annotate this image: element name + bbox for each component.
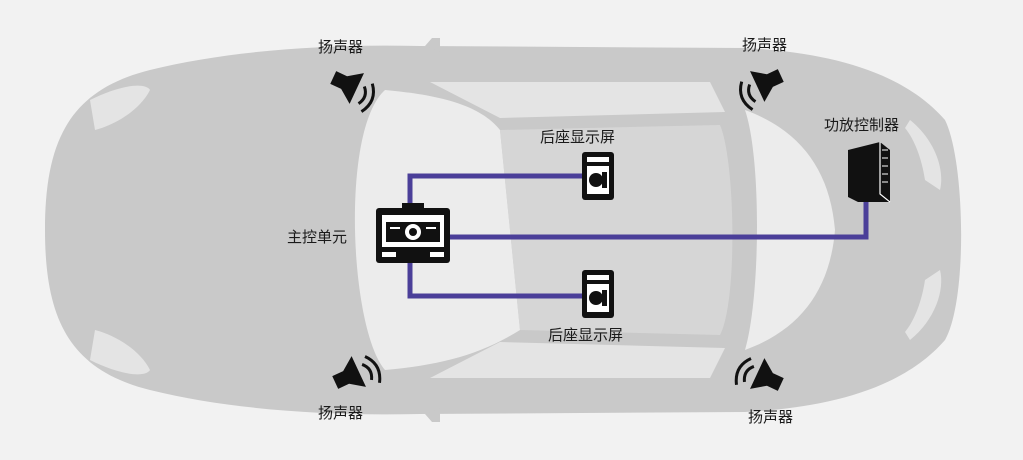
rear-display-icon <box>582 152 614 200</box>
side-window-bottom <box>430 342 725 378</box>
speaker-icon <box>332 355 382 389</box>
head-unit-label: 主控单元 <box>287 228 348 246</box>
speaker-front-left-label: 扬声器 <box>318 38 364 56</box>
taillight-top <box>905 120 942 190</box>
rear-display-icon <box>582 270 614 318</box>
mirror-left <box>425 38 440 52</box>
amp-controller-label: 功放控制器 <box>824 116 900 134</box>
speaker-rear-left-label: 扬声器 <box>318 404 364 422</box>
speaker-rear-right-label: 扬声器 <box>748 408 794 426</box>
roof-panel <box>500 125 733 335</box>
amplifier-icon <box>848 142 891 203</box>
speaker-front-right-label: 扬声器 <box>742 36 788 54</box>
headlight-right <box>90 330 150 375</box>
wire-to-bottom-display <box>407 259 587 299</box>
rear-display-top-label: 后座显示屏 <box>540 128 616 146</box>
speaker-icon <box>734 357 784 391</box>
headlight-left <box>90 85 150 130</box>
wire-to-amp <box>447 197 869 240</box>
wiring <box>407 173 869 299</box>
side-window-top <box>430 82 725 118</box>
mirror-right <box>425 408 440 422</box>
speaker-icon <box>739 69 784 111</box>
rear-display-bottom-label: 后座显示屏 <box>548 326 624 344</box>
speaker-icon <box>330 71 375 113</box>
wire-to-top-display <box>407 173 587 218</box>
taillight-bottom <box>905 270 942 340</box>
head-unit-icon <box>376 203 450 263</box>
rear-glass <box>745 110 835 350</box>
